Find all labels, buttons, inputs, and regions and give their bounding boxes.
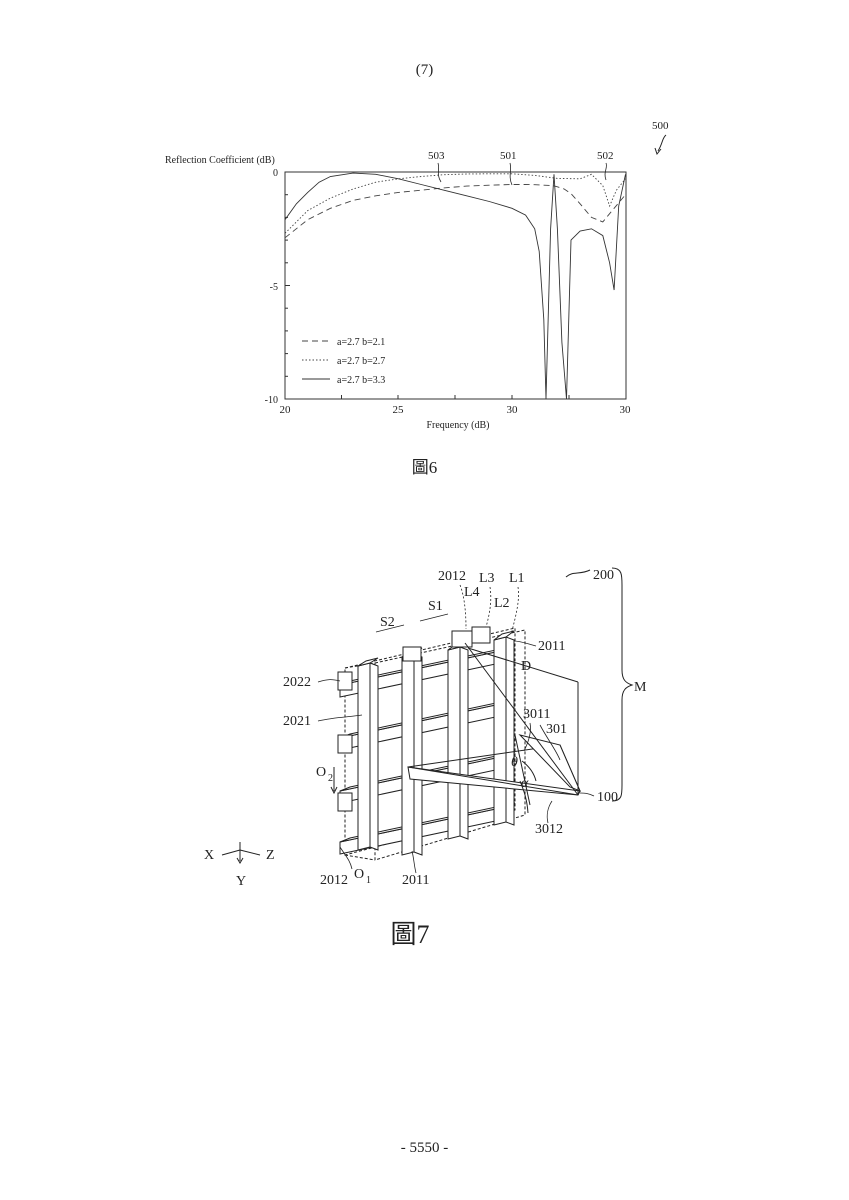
v-bar-4: [494, 637, 506, 825]
series-line-b2-1: [285, 185, 626, 238]
v-bar-3: [448, 647, 460, 839]
label-o2: O: [316, 765, 326, 780]
label-3012: 3012: [535, 822, 563, 837]
label-2022: 2022: [283, 675, 311, 690]
chart-xlabel: Frequency (dB): [426, 420, 489, 431]
dim-s1: [420, 614, 448, 621]
axis-y-label: Y: [236, 874, 246, 889]
block-1: [338, 672, 352, 690]
block-3: [338, 793, 352, 811]
page-header: (7): [0, 62, 849, 79]
label-2021: 2021: [283, 714, 311, 729]
leader-l1: [512, 587, 519, 631]
v-bar-2-side: [414, 654, 422, 855]
xtick-label-0: 20: [280, 404, 292, 416]
figure7-caption: 圖7: [360, 914, 460, 951]
v-bar-4-side: [506, 637, 514, 825]
series-line-b2-7: [285, 174, 626, 234]
legend-label-2: a=2.7 b=3.3: [337, 375, 385, 386]
axis-z-line: [240, 850, 260, 855]
ytick-label-2: -10: [265, 395, 278, 406]
xtick-label-1: 25: [393, 404, 405, 416]
axis-z-label: Z: [266, 848, 275, 863]
block-top-1: [452, 631, 472, 647]
label-3011: 3011: [523, 707, 550, 722]
label-2011-bottom: 2011: [402, 873, 429, 888]
substrate-edge-bottom: [345, 855, 375, 860]
label-s1: S1: [428, 599, 443, 614]
axis-x-label: X: [204, 848, 214, 863]
feed-line: [515, 735, 530, 805]
ytick-label-0: 0: [273, 168, 278, 179]
label-100: 100: [597, 790, 618, 805]
leader-2021: [318, 715, 362, 721]
v-bar-3-side: [460, 647, 468, 839]
curve-label-503: 503: [428, 150, 445, 162]
label-theta: θ: [511, 755, 518, 770]
label-d: D: [521, 659, 531, 674]
label-l4: L4: [464, 585, 480, 600]
leader-2011-bottom: [412, 851, 416, 873]
label-2012-bottom: 2012: [320, 873, 348, 888]
ref-500-arrow: [658, 135, 666, 151]
legend-label-1: a=2.7 b=2.7: [337, 356, 385, 367]
v-bar-1-side: [370, 663, 378, 850]
curve-label-501: 501: [500, 150, 517, 162]
leader-l3: [486, 587, 491, 627]
figure6-chart: 500 Reflection Coefficient (dB) 0 -5 -10…: [0, 110, 849, 440]
v-bar-1: [358, 663, 370, 850]
label-o1-sub: 1: [366, 875, 371, 886]
ytick-label-1: -5: [270, 282, 278, 293]
figure7-drawing: 200 2012 L3 L1 L4 L2 S2 S1 2011 D M 2022…: [0, 555, 849, 905]
label-o2-sub: 2: [328, 773, 333, 784]
leader-2022: [318, 680, 340, 682]
label-2011-top: 2011: [538, 639, 565, 654]
bracket-m: [612, 568, 632, 801]
ref-200: 200: [593, 568, 614, 583]
label-o1: O: [354, 867, 364, 882]
legend-label-0: a=2.7 b=2.1: [337, 337, 385, 348]
page-footer: - 5550 -: [0, 1140, 849, 1157]
xtick-label-3: 30: [620, 404, 632, 416]
label-l3: L3: [479, 571, 495, 586]
chart-legend: a=2.7 b=2.1 a=2.7 b=2.7 a=2.7 b=3.3: [302, 337, 385, 386]
block-top-3: [403, 647, 421, 661]
label-301: 301: [546, 722, 567, 737]
label-2012-top: 2012: [438, 569, 466, 584]
leader-100: [580, 793, 594, 796]
axis-indicator: [222, 842, 260, 863]
leader-3012: [547, 801, 552, 823]
axis-x-line: [222, 850, 240, 855]
ref-200-arrow: [566, 570, 590, 577]
label-l2: L2: [494, 596, 510, 611]
feed-arm-3011-side: [520, 735, 580, 791]
figure6-caption: 圖6: [0, 453, 849, 478]
ref-500: 500: [652, 120, 669, 132]
label-m: M: [634, 680, 647, 695]
chart-ylabel: Reflection Coefficient (dB): [165, 155, 275, 166]
block-2: [338, 735, 352, 753]
curve-label-502: 502: [597, 150, 614, 162]
label-alpha: α: [521, 776, 529, 791]
v-bar-2: [402, 654, 414, 855]
block-top-2: [472, 627, 490, 643]
xtick-label-2: 30: [507, 404, 519, 416]
label-l1: L1: [509, 571, 525, 586]
